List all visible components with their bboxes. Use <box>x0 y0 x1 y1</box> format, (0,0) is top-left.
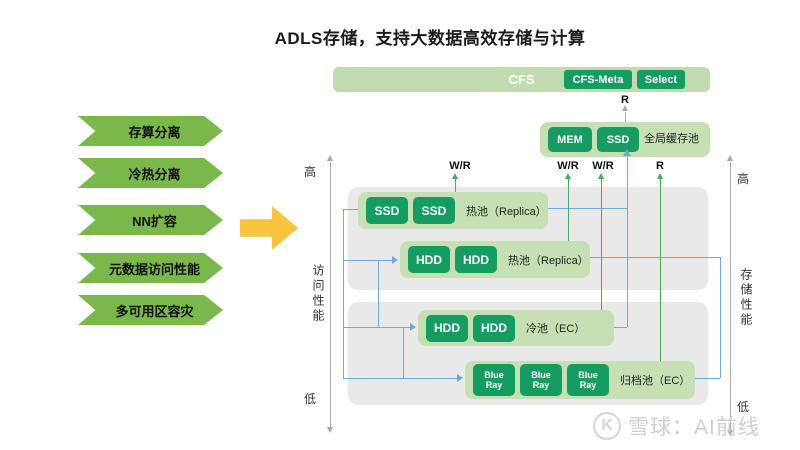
io-label-hdd-hot: W/R <box>557 160 579 172</box>
cfs-meta-label: CFS-Meta <box>572 73 624 86</box>
ssd-cache-device-box: SSD <box>597 127 639 152</box>
hdd-device-box: HDD <box>426 314 468 342</box>
flow-arrow-icon <box>240 206 298 250</box>
hdd-device-box: HDD <box>408 246 450 273</box>
arrow-up-icon <box>452 173 458 179</box>
ssd-device-box: SSD <box>366 197 408 224</box>
cfs-label: CFS <box>508 72 535 87</box>
connector-line <box>455 179 456 192</box>
connector-line <box>548 208 627 209</box>
feature-label: 存算分离 <box>128 124 181 140</box>
right-axis-line <box>730 162 731 430</box>
global-cache-pool-label: 全局缓存池 <box>644 133 699 145</box>
cfs-meta-box: CFS-Meta <box>564 70 632 89</box>
watermark-text: 雪球：AI前线 <box>628 416 760 439</box>
io-label-hdd-cold: W/R <box>592 160 614 172</box>
blueray-device-box: Blue Ray <box>520 364 562 396</box>
connector-line <box>590 257 720 258</box>
arrow-down-icon <box>327 427 333 433</box>
hdd-cold-pool: HDD HDD 冷池（EC） <box>418 310 614 346</box>
feature-label: NN扩容 <box>132 213 177 229</box>
watermark: K 雪球：AI前线 <box>593 411 760 441</box>
arrow-up-icon <box>598 173 604 179</box>
connector-line <box>378 260 379 327</box>
left-axis-high-label: 高 <box>304 165 317 179</box>
arrow-up-icon <box>657 173 663 179</box>
arrow-right-icon <box>392 256 398 264</box>
hdd-device-box: HDD <box>473 314 515 342</box>
left-axis-title: 访问性能 <box>311 264 325 324</box>
feature-chevron-hot-cold-separation: 冷热分离 <box>78 158 223 188</box>
arrow-right-icon <box>410 323 416 331</box>
blueray-device-box: Blue Ray <box>567 364 609 396</box>
connector-line <box>660 179 661 361</box>
arrow-up-icon <box>565 173 571 179</box>
feature-chevron-metadata-access: 元数据访问性能 <box>78 253 223 283</box>
right-axis-low-label: 低 <box>737 400 750 414</box>
connector-line <box>720 257 721 378</box>
arrow-up-icon <box>623 149 631 156</box>
connector-line <box>627 156 628 327</box>
connector-line <box>343 327 410 328</box>
feature-chevron-storage-compute-separation: 存算分离 <box>78 116 223 146</box>
connector-line <box>614 327 627 328</box>
left-axis-line <box>330 162 331 427</box>
pool-label: 热池（Replica） <box>466 205 547 218</box>
feature-label: 冷热分离 <box>128 166 181 182</box>
io-label-ssd-hot: W/R <box>449 160 471 172</box>
io-label-archive: R <box>656 160 664 172</box>
xueqiu-logo-icon: K <box>593 412 621 440</box>
connector-line <box>403 327 404 378</box>
pool-label: 冷池（EC） <box>526 323 586 335</box>
feature-label: 多可用区容灾 <box>115 303 194 319</box>
pool-label: 热池（Replica） <box>508 254 589 267</box>
blueray-device-box: Blue Ray <box>473 364 515 396</box>
pool-label: 归档池（EC） <box>620 375 691 387</box>
feature-label: 元数据访问性能 <box>108 261 200 277</box>
right-axis-high-label: 高 <box>737 172 750 186</box>
select-box: Select <box>637 70 685 89</box>
arrow-up-icon <box>727 155 733 161</box>
page-title: ADLS存储，支持大数据高效存储与计算 <box>274 29 586 48</box>
arrow-right-icon <box>457 374 463 382</box>
feature-chevron-nn-scaling: NN扩容 <box>78 205 223 235</box>
hdd-device-box: HDD <box>455 246 497 273</box>
hdd-hot-pool: HDD HDD 热池（Replica） <box>400 241 590 278</box>
ssd-device-box: SSD <box>413 197 455 224</box>
arrow-up-icon <box>327 155 333 161</box>
ssd-hot-pool: SSD SSD 热池（Replica） <box>358 192 548 229</box>
right-axis-title: 存储性能 <box>739 268 753 328</box>
connector-line <box>601 179 602 310</box>
arrow-down-icon <box>727 430 733 436</box>
feature-chevron-multi-az-dr: 多可用区容灾 <box>78 295 223 325</box>
cfs-read-label: R <box>621 94 629 106</box>
connector-line <box>625 112 626 122</box>
select-label: Select <box>644 73 678 86</box>
connector-line <box>343 209 344 378</box>
connector-line <box>343 209 358 210</box>
connector-line <box>343 260 392 261</box>
connector-line <box>695 378 720 379</box>
arrow-up-icon <box>622 105 628 111</box>
connector-line <box>343 378 457 379</box>
connector-line <box>568 179 569 241</box>
mem-device-box: MEM <box>548 127 592 152</box>
blueray-archive-pool: Blue Ray Blue Ray Blue Ray 归档池（EC） <box>465 361 695 399</box>
left-axis-low-label: 低 <box>304 392 317 406</box>
